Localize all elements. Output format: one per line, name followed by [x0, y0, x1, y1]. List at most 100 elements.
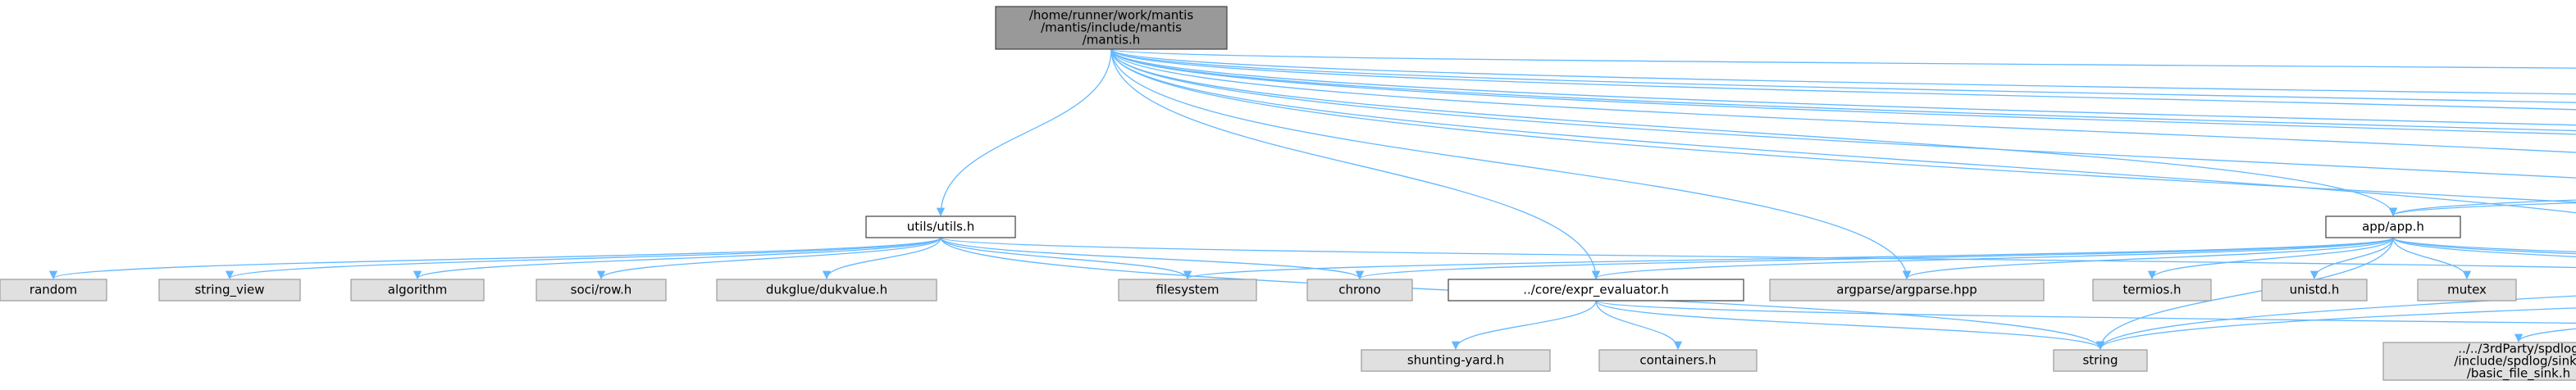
- edge-root-to-models: [1110, 48, 2576, 132]
- edge-root-to-tables: [1110, 48, 2576, 103]
- edge-root-to-database: [1110, 48, 2576, 111]
- edge-app-to-logging: [2392, 237, 2576, 258]
- node-basic_file_sink-label: /include/spdlog/sinks: [2454, 354, 2576, 369]
- edge-root-to-logging: [1110, 48, 2576, 214]
- node-mutex-box: [2417, 279, 2517, 302]
- node-mutex-label: mutex: [2447, 283, 2487, 297]
- node-dukvalue: dukglue/dukvalue.h: [716, 279, 937, 302]
- edge-utils-to-soci_row: [596, 237, 941, 280]
- node-termios: termios.h: [2092, 279, 2212, 302]
- edge-database-to-app: [2389, 199, 2576, 217]
- node-soci_row: soci/row.h: [536, 279, 667, 302]
- edge-app-to-filesystem: [1183, 237, 2394, 280]
- edge-app-to-mutex: [2392, 237, 2472, 280]
- node-utils-label: utils/utils.h: [907, 220, 974, 234]
- edge-app-to-httplib: [2392, 237, 2576, 255]
- node-app-box: [2325, 215, 2461, 238]
- edge-root-to-jwt: [1110, 48, 2576, 153]
- node-string-label: string: [2082, 353, 2118, 368]
- node-containers-box: [1598, 349, 1758, 372]
- node-basic_file_sink-box: [2382, 342, 2576, 381]
- edge-app-to-expr_eval: [1592, 237, 2394, 280]
- edge-expr_eval-to-shunting: [1451, 300, 1597, 351]
- edge-root-to-crud: [1110, 48, 2576, 126]
- edge-utils-to-random: [49, 237, 941, 280]
- node-shunting: shunting-yard.h: [1361, 349, 1551, 372]
- node-utils[interactable]: utils/utils.h: [865, 215, 1016, 238]
- edge-root-to-app: [1110, 48, 2398, 217]
- edge-utils-to-filesystem: [940, 237, 1192, 280]
- node-basic_file_sink-label: ../../3rdParty/spdlog: [2458, 342, 2576, 356]
- node-chrono: chrono: [1306, 279, 1413, 302]
- edge-tables-to-app: [2389, 202, 2576, 217]
- node-string_view-label: string_view: [194, 283, 264, 298]
- edge-root-to-argparse: [1110, 48, 1912, 280]
- node-string_view: string_view: [158, 279, 301, 302]
- edge-expr_eval-to-containers: [1595, 300, 1683, 351]
- edge-layer: [49, 48, 2576, 351]
- edge-expr_eval-to-nlohmann: [1595, 300, 2576, 324]
- node-unistd-box: [2261, 279, 2368, 302]
- edge-utils-to-logging: [940, 237, 2576, 269]
- edge-app-to-string: [2095, 237, 2394, 351]
- node-layer: /home/runner/work/mantis/mantis/include/…: [0, 6, 2576, 382]
- edge-app-to-unistd: [2309, 237, 2394, 280]
- edge-root-to-nlohmann: [1110, 48, 2576, 203]
- edge-root-to-soci: [1110, 48, 2576, 179]
- node-shunting-box: [1361, 349, 1551, 372]
- node-shunting-label: shunting-yard.h: [1407, 353, 1504, 368]
- node-expr_eval[interactable]: ../core/expr_evaluator.h: [1448, 279, 1744, 302]
- node-dukvalue-box: [716, 279, 937, 302]
- node-containers-label: containers.h: [1639, 353, 1716, 368]
- node-unistd-label: unistd.h: [2290, 283, 2340, 297]
- node-chrono-label: chrono: [1338, 283, 1380, 297]
- edge-app-to-dukglue: [2392, 237, 2576, 252]
- node-expr_eval-label: ../core/expr_evaluator.h: [1523, 283, 1668, 298]
- node-random-box: [0, 279, 107, 302]
- node-string: string: [2053, 349, 2148, 372]
- edge-root-to-expr_eval: [1110, 48, 1601, 280]
- edge-app-to-termios: [2147, 237, 2394, 280]
- node-soci_row-box: [536, 279, 667, 302]
- edge-utils-to-string_view: [226, 237, 941, 280]
- node-soci_row-label: soci/row.h: [571, 283, 632, 297]
- node-filesystem-label: filesystem: [1156, 283, 1219, 297]
- node-chrono-box: [1306, 279, 1413, 302]
- edge-root-to-http: [1110, 48, 2576, 135]
- node-random-label: random: [30, 283, 77, 297]
- node-filesystem: filesystem: [1118, 279, 1257, 302]
- node-algorithm-label: algorithm: [388, 283, 447, 297]
- edge-http-to-string: [2096, 307, 2576, 351]
- node-string-box: [2053, 349, 2148, 372]
- node-containers: containers.h: [1598, 349, 1758, 372]
- edge-app-to-chrono: [1356, 237, 2394, 280]
- node-algorithm: algorithm: [350, 279, 485, 302]
- node-random: random: [0, 279, 107, 302]
- node-filesystem-box: [1118, 279, 1257, 302]
- node-string_view-box: [158, 279, 301, 302]
- node-argparse-label: argparse/argparse.hpp: [1836, 283, 1976, 297]
- node-app[interactable]: app/app.h: [2325, 215, 2461, 238]
- edge-logging-to-basic_file_sink: [2514, 328, 2576, 343]
- edge-jwt-to-string: [2095, 295, 2576, 351]
- node-root[interactable]: /home/runner/work/mantis/mantis/include/…: [995, 6, 1228, 50]
- edge-root-to-router: [1110, 48, 2576, 95]
- edge-root-to-sys_tables: [1110, 48, 2576, 69]
- edge-expr_eval-to-string: [1595, 300, 2105, 351]
- node-argparse-box: [1769, 279, 2045, 302]
- edge-utils-to-chrono: [940, 237, 1365, 280]
- node-basic_file_sink-label: /basic_file_sink.h: [2467, 366, 2570, 382]
- node-root-box: [995, 6, 1228, 50]
- node-unistd: unistd.h: [2261, 279, 2368, 302]
- edge-app-to-argparse: [1903, 237, 2394, 280]
- node-argparse: argparse/argparse.hpp: [1769, 279, 2045, 302]
- node-dukvalue-label: dukglue/dukvalue.h: [766, 283, 887, 297]
- node-root-label: /mantis.h: [1083, 33, 1141, 48]
- node-utils-box: [865, 215, 1016, 238]
- node-root-label: /mantis/include/mantis: [1041, 20, 1182, 35]
- edge-root-to-utils: [936, 48, 1112, 217]
- node-expr_eval-box: [1448, 279, 1744, 302]
- edge-utils-to-dukvalue: [822, 237, 941, 280]
- node-termios-label: termios.h: [2122, 283, 2181, 297]
